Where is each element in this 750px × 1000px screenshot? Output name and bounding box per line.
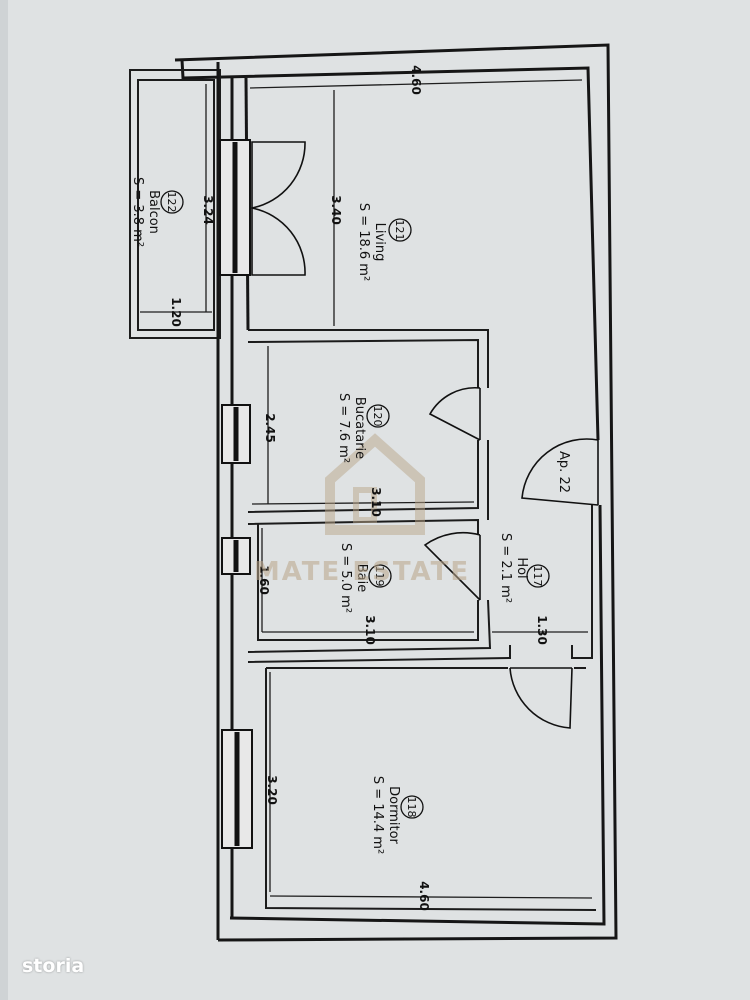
dim-dormitor-depth: 3.20 xyxy=(265,775,279,805)
window-dormitor xyxy=(221,729,253,849)
room-number-badge xyxy=(400,795,424,819)
hol-number: 117 xyxy=(531,566,544,587)
dim-balcon-depth: 3.24 xyxy=(201,195,215,225)
bucatarie-area: S = 7.6 m² xyxy=(336,393,351,463)
balcon-area: S = 3.8 m² xyxy=(130,177,145,247)
storia-brand-logo: storia xyxy=(22,955,85,977)
baie-area: S = 5.0 m² xyxy=(338,543,353,613)
room-number-badge xyxy=(526,564,550,588)
dim-living-depth: 3.40 xyxy=(329,195,343,225)
living-area: S = 18.6 m² xyxy=(356,203,371,281)
door-dormitor xyxy=(509,667,573,729)
dim-hol-width: 1.30 xyxy=(535,615,549,645)
door-baie xyxy=(423,531,481,601)
dimension-lines xyxy=(140,79,593,899)
dim-baie-depth: 1.60 xyxy=(257,565,271,595)
door-entrance xyxy=(521,438,599,506)
living-number: 121 xyxy=(393,220,406,241)
room-number-badge xyxy=(366,404,390,428)
dormitor-area: S = 14.4 m² xyxy=(370,776,385,854)
room-number-badge xyxy=(160,190,184,214)
dim-bucatarie-depth: 2.45 xyxy=(263,413,277,443)
dormitor-name: Dormitor xyxy=(386,786,401,844)
dormitor-number: 118 xyxy=(405,797,418,818)
window-baie xyxy=(221,537,251,575)
living-name: Living xyxy=(372,223,387,262)
baie-name: Baie xyxy=(354,564,369,593)
room-number-badge xyxy=(388,218,412,242)
window-bucatarie xyxy=(221,404,251,464)
bucatarie-name: Bucatarie xyxy=(352,397,367,459)
balcon-name: Balcon xyxy=(146,190,161,234)
window-living xyxy=(219,139,251,276)
room-number-badge xyxy=(368,564,392,588)
windows xyxy=(219,139,253,849)
watermark-text: MATE ESTATE xyxy=(254,557,470,587)
dim-bucatarie-width: 3.10 xyxy=(369,487,383,517)
bucatarie-number: 120 xyxy=(371,406,384,427)
hol-name: Hol xyxy=(514,557,529,578)
interior-walls xyxy=(247,329,597,911)
door-bucatarie xyxy=(428,386,481,441)
baie-number: 119 xyxy=(373,566,386,587)
doors xyxy=(251,141,599,729)
plan-labels: 121 Living S = 18.6 m² 122 Balcon S = 3.… xyxy=(130,65,571,911)
apartment-label: Ap. 22 xyxy=(556,451,571,493)
dim-baie-width: 3.10 xyxy=(363,615,377,645)
paper-sheet xyxy=(8,0,750,1000)
dim-balcon-width: 1.20 xyxy=(169,297,183,327)
balcon-number: 122 xyxy=(165,192,178,213)
door-balcony xyxy=(251,141,306,276)
watermark-logo xyxy=(325,433,425,535)
dim-dormitor-width: 4.60 xyxy=(417,881,431,911)
dim-living-width: 4.60 xyxy=(409,65,423,95)
hol-area: S = 2.1 m² xyxy=(498,533,513,603)
